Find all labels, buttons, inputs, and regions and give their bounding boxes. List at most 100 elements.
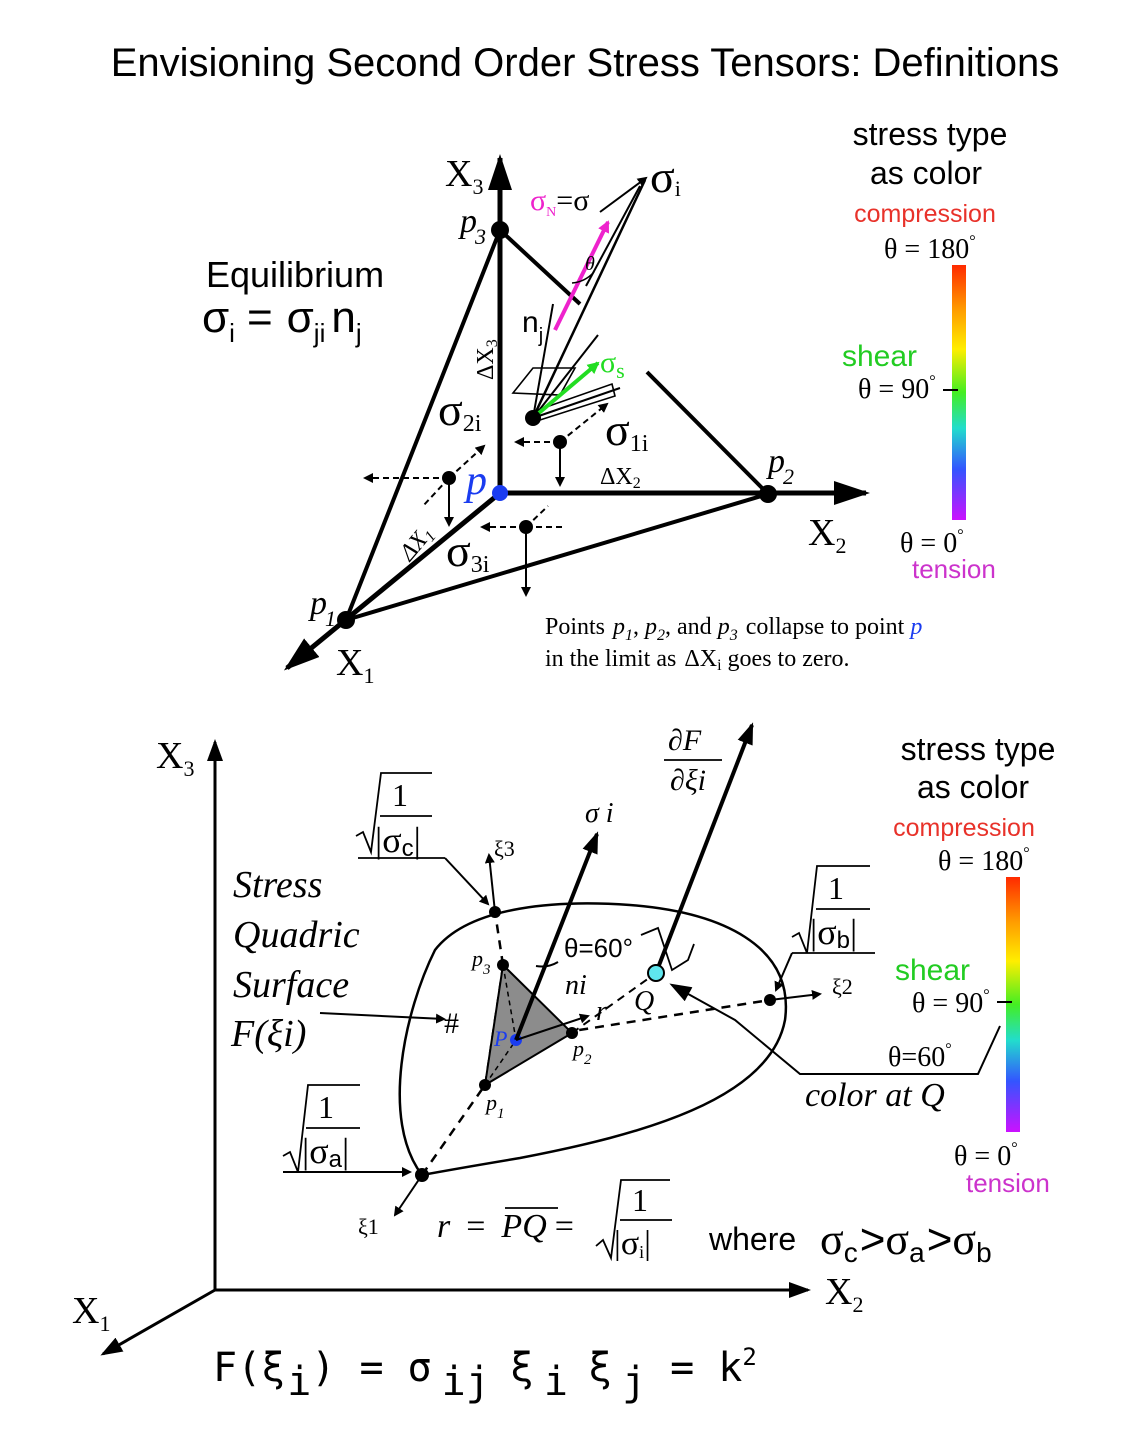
- legend-bottom-title2: as color: [917, 769, 1029, 805]
- theta60-note: θ=60°: [888, 1041, 952, 1073]
- where-label: where: [708, 1221, 796, 1257]
- legend-top-tension: tension: [912, 554, 996, 584]
- xi1-label: ξ1: [358, 1214, 379, 1239]
- sigma-s-label: σs: [600, 346, 625, 383]
- x3-label-bottom: X3: [156, 735, 194, 781]
- quadric-surface-outline: [398, 902, 788, 1177]
- color-at-q-pointer: [669, 983, 1001, 1075]
- label-p1-bottom: p1: [484, 1090, 505, 1122]
- point-xi3: [489, 906, 501, 918]
- point-p3-bottom: [497, 959, 509, 971]
- color-at-q-label: color at Q: [805, 1077, 945, 1114]
- sqrt-sigma-b: 1 |σb|: [774, 865, 875, 992]
- svg-text:|σc|: |σc|: [375, 820, 421, 862]
- edge-p2-stub: [645, 370, 770, 496]
- surface-label-2: Quadric: [233, 914, 360, 956]
- force-marker-2i: [363, 444, 486, 527]
- point-Q: [647, 964, 665, 982]
- sigma-3i-label: σ3i: [446, 525, 490, 578]
- surface-label-3: Surface: [233, 964, 349, 1006]
- ni-vector: [515, 1013, 590, 1041]
- xi2-label: ξ2: [832, 974, 853, 999]
- r-definition: r=PQ= 1 |σi|: [437, 1179, 672, 1262]
- df-denominator: ∂ξi: [670, 764, 706, 797]
- point-xi2: [764, 994, 776, 1006]
- theta60-label: θ=60°: [564, 933, 633, 963]
- sigma-i-vec-label: σ i: [585, 798, 614, 829]
- point-p-top: [492, 485, 508, 501]
- label-dx3: ΔX3: [473, 339, 501, 380]
- x2-label-top: X2: [808, 512, 846, 558]
- svg-text:1: 1: [318, 1089, 334, 1125]
- point-p3-top: [491, 221, 509, 239]
- x1-label-top: X1: [336, 642, 374, 688]
- edge-p1-p2: [345, 492, 769, 622]
- label-p3-bottom: p3: [470, 946, 491, 978]
- point-p1-top: [337, 611, 355, 629]
- sigma-1i-label: σ1i: [605, 404, 649, 457]
- sqrt-sigma-c: 1 |σc|: [355, 772, 490, 906]
- df-dxi-vector: [654, 722, 754, 974]
- legend-top-compression: compression: [854, 200, 996, 228]
- sigma-n-label: σN=σ: [530, 184, 589, 220]
- legend-bottom-theta180: θ = 180°: [938, 845, 1030, 877]
- edge-p3-stub: [498, 228, 582, 306]
- label-p2-bottom: p2: [571, 1036, 592, 1068]
- legend-top-theta0: θ = 0°: [900, 527, 964, 559]
- legend-bottom: stress type as color compression θ = 180…: [893, 731, 1055, 1198]
- svg-text:1: 1: [392, 777, 408, 813]
- legend-top-colorbar: [952, 265, 966, 520]
- label-P-bottom: P: [493, 1026, 507, 1051]
- svg-text:1: 1: [632, 1182, 648, 1218]
- normal-nj-label: nj: [522, 306, 543, 347]
- sigma-2i-label: σ2i: [438, 384, 482, 437]
- sigma-i-vector: [514, 831, 599, 1041]
- ni-label: ni: [565, 970, 587, 1001]
- traction-element: [511, 176, 648, 426]
- page-title: Envisioning Second Order Stress Tensors:…: [111, 41, 1060, 85]
- surface-hash: #: [444, 1007, 459, 1040]
- Q-label: Q: [634, 986, 654, 1017]
- force-marker-1i: [514, 402, 609, 487]
- point-p1-bottom: [479, 1079, 491, 1091]
- label-p1-top: p1: [308, 585, 336, 631]
- df-numerator: ∂F: [668, 724, 702, 757]
- label-dx1: ΔX1: [394, 521, 440, 568]
- x1-axis-bottom: [100, 1288, 216, 1356]
- svg-text:|σb|: |σb|: [810, 912, 857, 954]
- legend-top: stress type as color compression θ = 180…: [842, 116, 1007, 584]
- surface-label-4: F(ξi): [230, 1013, 306, 1055]
- r-label: r: [596, 996, 607, 1027]
- surface-label-1: Stress: [233, 864, 322, 906]
- label-p-top: p: [463, 458, 487, 504]
- edge-p3-p1: [344, 229, 502, 621]
- sqrt-sigma-a: 1 |σa|: [282, 1084, 412, 1177]
- top-diagram: X3 X2 X1 p3 p2 p1 p ΔX2 ΔX3 ΔX1: [202, 151, 922, 688]
- bottom-diagram: X3 X2 X1 P p3 p2 p1: [72, 722, 1001, 1405]
- legend-top-title1: stress type: [853, 116, 1008, 152]
- legend-top-shear: shear: [842, 340, 917, 373]
- x1-label-bottom: X1: [72, 1290, 110, 1336]
- point-p2-top: [759, 485, 777, 503]
- svg-text:r=PQ=: r=PQ=: [437, 1208, 574, 1245]
- legend-top-title2: as color: [870, 155, 982, 191]
- x2-label-bottom: X2: [825, 1271, 863, 1317]
- theta-label-top: θ: [585, 253, 595, 275]
- force-marker-3i: [480, 505, 566, 597]
- label-p3-top: p3: [458, 203, 486, 249]
- legend-bottom-shear: shear: [895, 954, 970, 987]
- principal-inequality: σc>σa>σb: [820, 1215, 992, 1268]
- equilibrium-heading: Equilibrium: [206, 254, 384, 295]
- legend-bottom-theta0: θ = 0°: [954, 1140, 1018, 1172]
- x3-label-top: X3: [445, 153, 483, 199]
- label-p2-top: p2: [766, 443, 794, 489]
- legend-bottom-title1: stress type: [901, 731, 1056, 767]
- point-p2-bottom: [566, 1027, 578, 1039]
- point-xi1: [415, 1168, 429, 1182]
- svg-text:|σa|: |σa|: [302, 1131, 349, 1173]
- q-tangent-plane: [640, 926, 695, 972]
